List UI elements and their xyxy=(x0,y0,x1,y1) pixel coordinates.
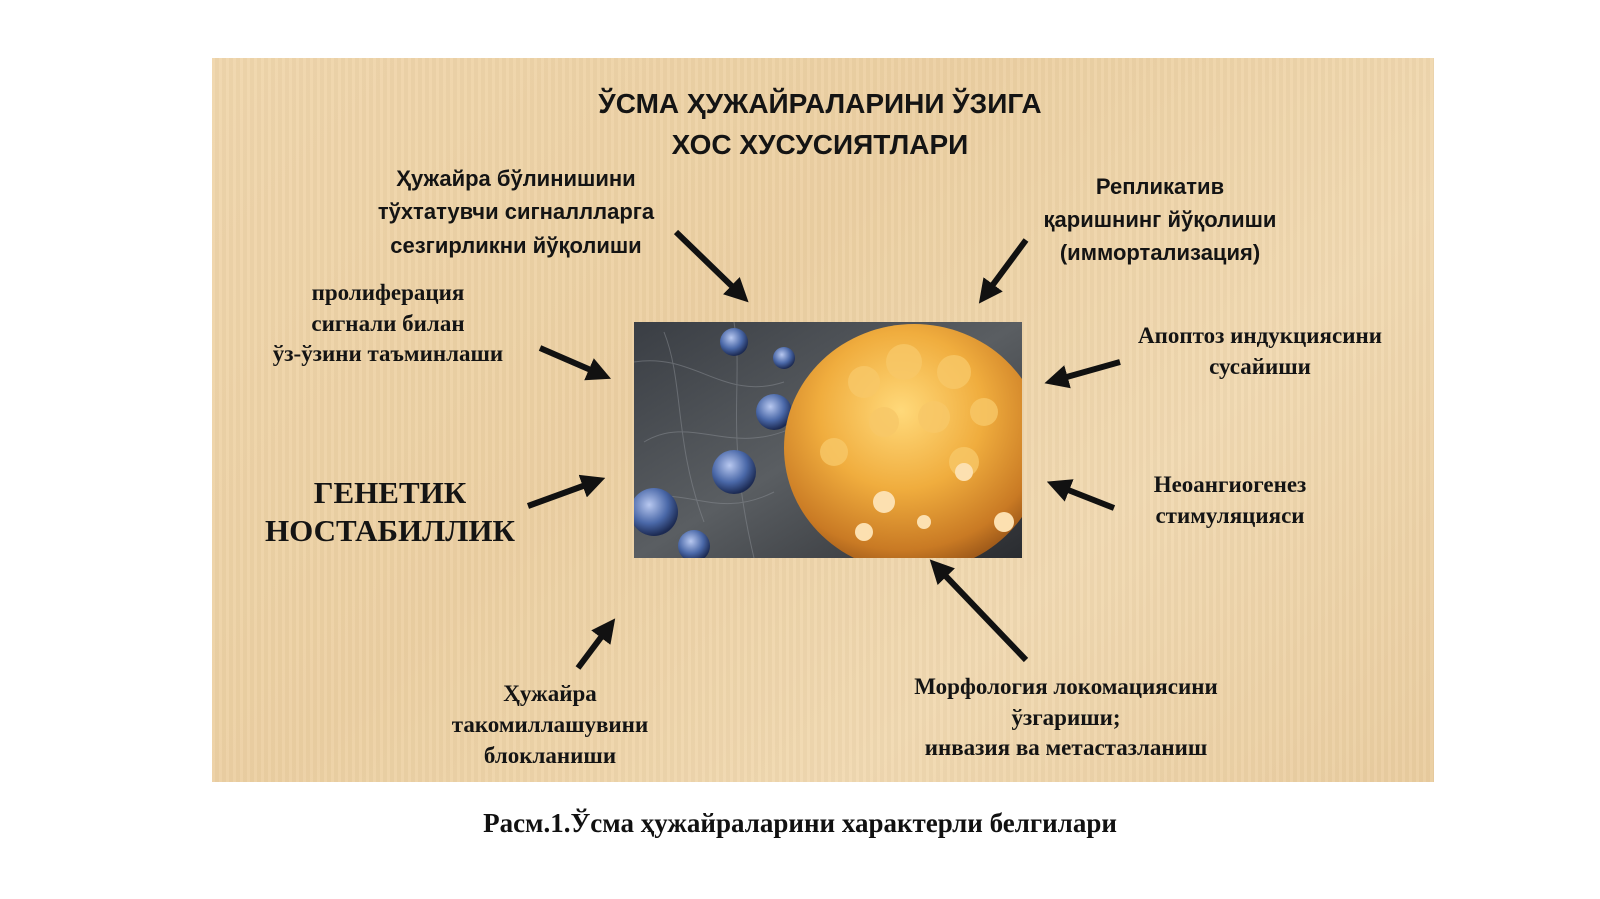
label-differentiation-block: Ҳужайра такомиллашувини блокланиши xyxy=(451,681,649,769)
figure-caption: Расм.1.Ўсма ҳужайраларини характерли бел… xyxy=(483,808,1117,838)
label-invasion-metastasis: Морфология локомациясини ўзгариши; инваз… xyxy=(914,674,1218,761)
arrow-icon xyxy=(526,474,606,509)
tumor-cell-image xyxy=(634,322,1022,558)
label-self-sufficiency-growth-signals: пролиферация сигнали билан ўз-ўзини таъм… xyxy=(272,280,504,367)
label-insensitivity-to-antigrowth-signals: Ҳужайра бўлинишини тўхтатувчи сигналллар… xyxy=(377,166,655,258)
arrow-icon xyxy=(673,229,749,303)
arrow-icon xyxy=(1044,359,1121,389)
diagram-title: ЎСМА ҲУЖАЙРАЛАРИНИ ЎЗИГА ХОС ХУСУСИЯТЛАР… xyxy=(598,88,1042,160)
arrow-icon xyxy=(978,238,1029,304)
arrow-icon xyxy=(575,618,616,670)
label-evading-apoptosis: Апоптоз индукциясини сусайиши xyxy=(1138,323,1382,379)
arrow-icon xyxy=(538,345,612,381)
label-replicative-immortality: Репликатив қаришнинг йўқолиши (иммортали… xyxy=(1043,174,1277,265)
arrow-icon xyxy=(929,559,1029,663)
label-genetic-instability: ГЕНЕТИК НОСТАБИЛЛИК xyxy=(265,475,515,548)
arrow-icon xyxy=(1046,479,1116,511)
label-neoangiogenesis: Неоангиогенез стимуляцияси xyxy=(1153,472,1307,528)
